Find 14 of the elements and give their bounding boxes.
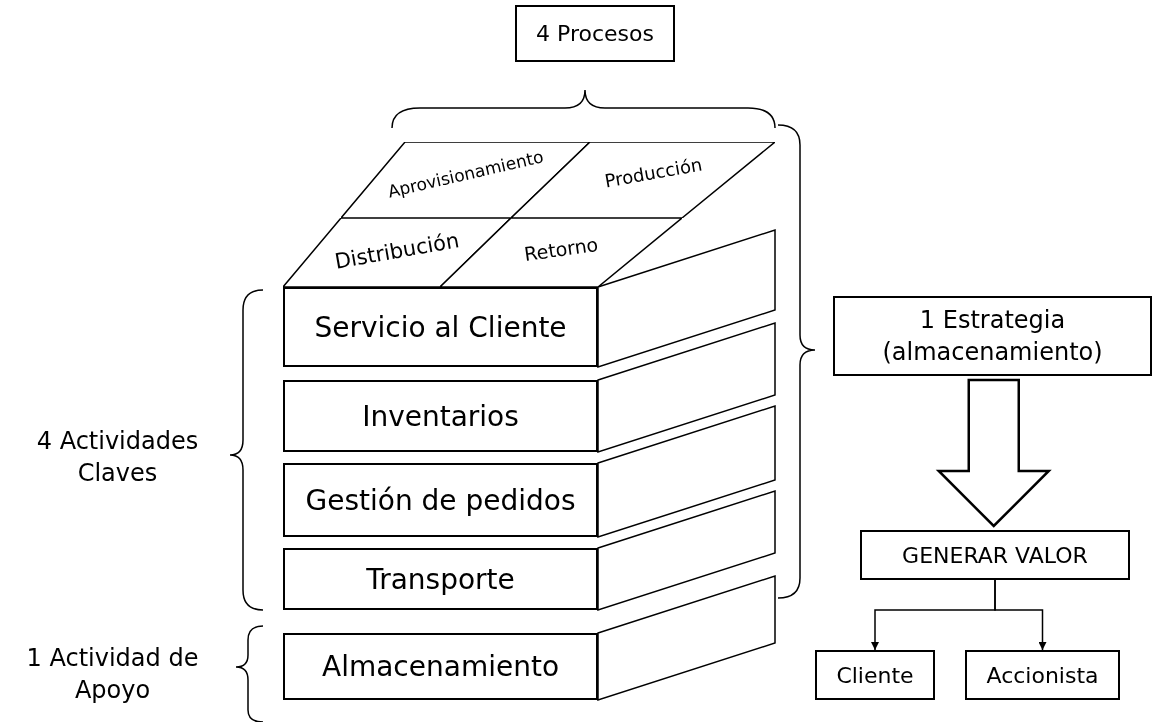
strategy-box: 1 Estrategia (almacenamiento) xyxy=(833,296,1152,376)
block-arrow xyxy=(935,378,1052,528)
title-box: 4 Procesos xyxy=(515,5,675,62)
arrow xyxy=(994,579,1047,651)
activity-block: Servicio al Cliente xyxy=(283,287,598,367)
activity-block: Transporte xyxy=(283,548,598,610)
stakeholder-box: Cliente xyxy=(815,650,935,700)
group-label: 4 Actividades Claves xyxy=(35,426,200,490)
activity-block: Inventarios xyxy=(283,380,598,452)
stakeholder-box: Accionista xyxy=(965,650,1120,700)
group-label: 1 Actividad de Apoyo xyxy=(25,643,200,707)
activity-block: Gestión de pedidos xyxy=(283,463,598,537)
support-block: Almacenamiento xyxy=(283,633,598,700)
result-box: GENERAR VALOR xyxy=(860,530,1130,580)
